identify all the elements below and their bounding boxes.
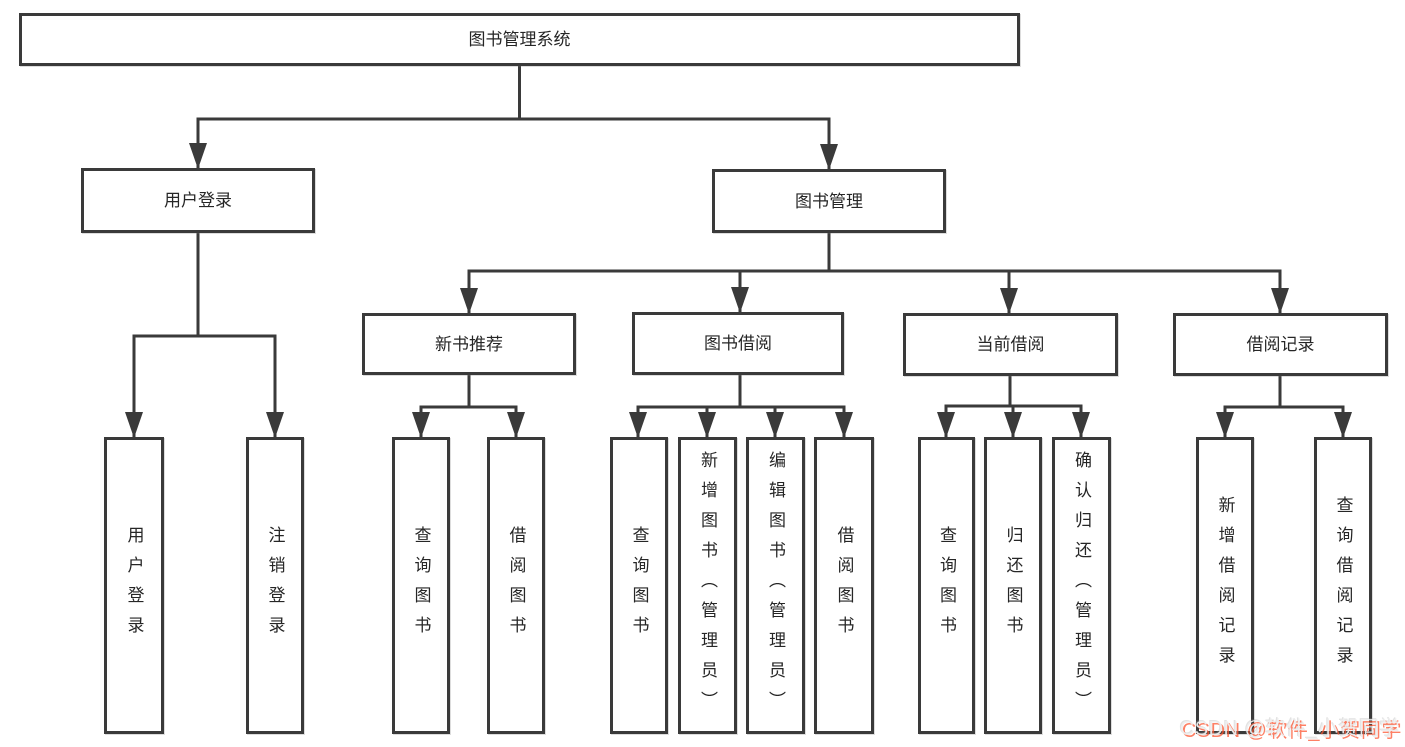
node-new-book-recommend-label: 新书推荐 xyxy=(435,334,503,354)
connector-root xyxy=(189,66,838,170)
leaf-query-borrow-record: 查询借阅记录 xyxy=(1314,437,1372,734)
leaf-query-books-current: 查询图书 xyxy=(918,437,975,734)
leaf-return-book-label: 归还图书 xyxy=(1003,525,1023,646)
node-book-borrow-label: 图书借阅 xyxy=(704,334,772,353)
connector-book-borrow xyxy=(629,375,853,438)
leaf-borrow-books-recommend: 借阅图书 xyxy=(487,437,545,734)
node-borrow-records-label: 借阅记录 xyxy=(1246,335,1315,354)
leaf-confirm-return-admin-label: 确认归还（管理员） xyxy=(1072,450,1091,721)
connector-user-login xyxy=(125,233,284,438)
node-book-borrow: 图书借阅 xyxy=(632,312,844,375)
leaf-query-books-recommend: 查询图书 xyxy=(392,437,450,734)
leaf-confirm-return-admin: 确认归还（管理员） xyxy=(1052,437,1111,734)
leaf-query-books-recommend-label: 查询图书 xyxy=(411,525,431,646)
node-root: 图书管理系统 xyxy=(19,13,1020,66)
leaf-borrow-books-label: 借阅图书 xyxy=(834,525,854,646)
leaf-return-book: 归还图书 xyxy=(984,437,1042,734)
leaf-add-borrow-record-label: 新增借阅记录 xyxy=(1215,495,1235,676)
leaf-query-borrow-record-label: 查询借阅记录 xyxy=(1333,495,1353,676)
node-current-borrow: 当前借阅 xyxy=(903,313,1118,376)
csdn-watermark: CSDN @软件_小贺同学 xyxy=(1179,718,1400,740)
connector-current-borrow xyxy=(937,376,1090,438)
leaf-edit-book-admin-label: 编辑图书（管理员） xyxy=(766,450,785,721)
node-root-label: 图书管理系统 xyxy=(468,30,571,49)
leaf-logout-label: 注销登录 xyxy=(265,525,285,646)
node-book-management-label: 图书管理 xyxy=(795,191,863,211)
node-new-book-recommend: 新书推荐 xyxy=(362,313,576,375)
node-current-borrow-label: 当前借阅 xyxy=(976,335,1045,354)
leaf-borrow-books: 借阅图书 xyxy=(814,437,874,734)
leaf-borrow-books-recommend-label: 借阅图书 xyxy=(506,525,526,646)
leaf-add-book-admin-label: 新增图书（管理员） xyxy=(698,450,717,721)
node-book-management: 图书管理 xyxy=(712,169,946,233)
leaf-query-books-borrow-label: 查询图书 xyxy=(629,525,649,646)
leaf-add-book-admin: 新增图书（管理员） xyxy=(678,437,737,734)
connector-new-book xyxy=(412,375,525,438)
node-user-login-label: 用户登录 xyxy=(164,191,232,210)
leaf-logout: 注销登录 xyxy=(246,437,304,734)
leaf-query-books-current-label: 查询图书 xyxy=(937,525,956,646)
connector-borrow-records xyxy=(1216,376,1352,438)
leaf-query-books-borrow: 查询图书 xyxy=(610,437,668,734)
node-borrow-records: 借阅记录 xyxy=(1173,313,1388,376)
connector-book-management xyxy=(460,233,1289,314)
leaf-add-borrow-record: 新增借阅记录 xyxy=(1196,437,1254,734)
leaf-user-login: 用户登录 xyxy=(104,437,164,734)
leaf-user-login-label: 用户登录 xyxy=(124,525,144,646)
leaf-edit-book-admin: 编辑图书（管理员） xyxy=(746,437,805,734)
node-user-login: 用户登录 xyxy=(81,168,315,233)
